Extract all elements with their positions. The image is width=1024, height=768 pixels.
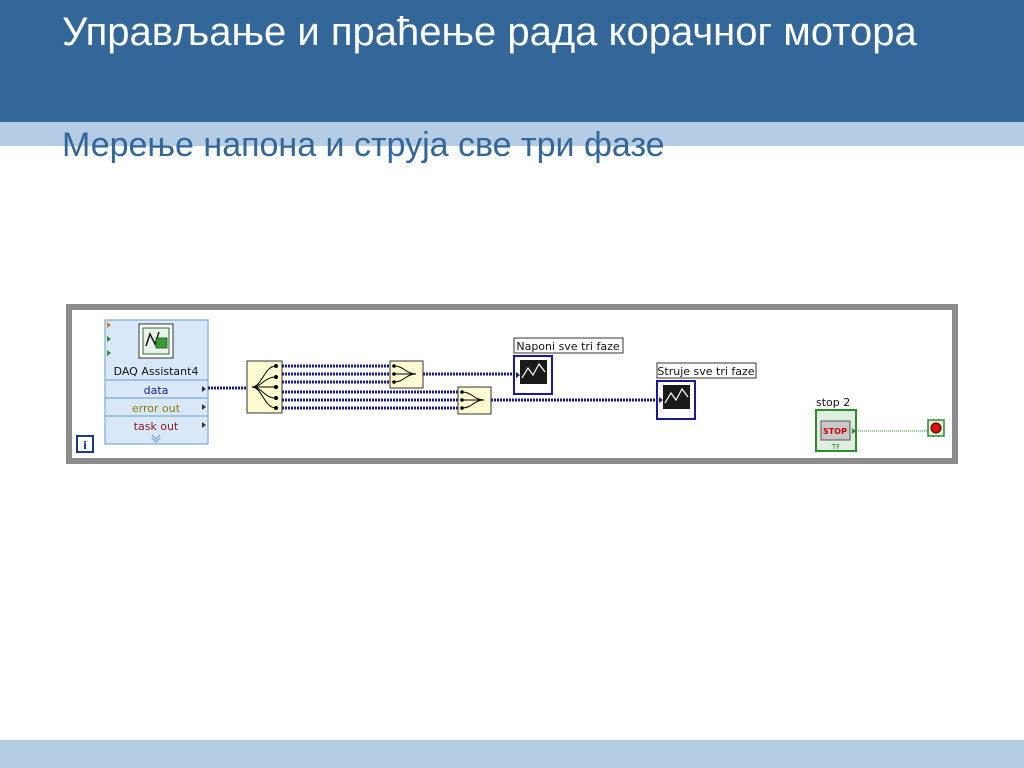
stop-button-label: stop 2: [816, 396, 850, 409]
stop-button-icon: [820, 420, 851, 441]
chevron-down-icon[interactable]: [151, 434, 161, 443]
daq-assistant-name: DAQ Assistant4: [114, 365, 199, 378]
daq-port-task-out: task out: [134, 420, 179, 433]
merge-signals-glyph: [461, 391, 485, 409]
voltage-graph-label: Naponi sve tri faze: [516, 340, 619, 353]
subtitle-band: [0, 122, 1024, 146]
stop-button-tf: TF: [831, 443, 840, 451]
while-loop-interior: [72, 310, 952, 458]
stop-button-text: STOP: [823, 427, 847, 436]
footer-band: [0, 740, 1024, 768]
current-graph-label-box: [656, 362, 757, 379]
daq-port-arrow: [202, 404, 206, 410]
daq-port-arrow: [202, 422, 206, 428]
daq-port-arrow: [202, 386, 206, 392]
slide-subtitle: Мерење напона и струја све три фазе: [62, 126, 665, 164]
wires-split-outputs: [282, 364, 458, 410]
daq-port-error-out: error out: [132, 402, 181, 415]
daq-input-arrow: [107, 322, 111, 328]
daq-icon-chip: [155, 337, 168, 349]
voltage-graph-label-box: [513, 337, 624, 354]
current-graph-label: Struje sve tri faze: [657, 365, 754, 378]
daq-input-arrow: [107, 336, 111, 342]
graph-icon: [520, 360, 547, 384]
merge-signals-glyph: [393, 365, 417, 383]
daq-port-data: data: [144, 384, 169, 397]
iteration-terminal-label: i: [83, 439, 87, 452]
title-band: [0, 0, 1024, 122]
graph-icon: [663, 385, 690, 409]
stop-condition-icon: [930, 422, 942, 434]
slide-title: Управљање и праћење рада корачног мотора: [62, 10, 917, 54]
iteration-terminal: [76, 435, 94, 453]
daq-input-arrow: [107, 350, 111, 356]
split-signals-glyph: [251, 365, 277, 409]
